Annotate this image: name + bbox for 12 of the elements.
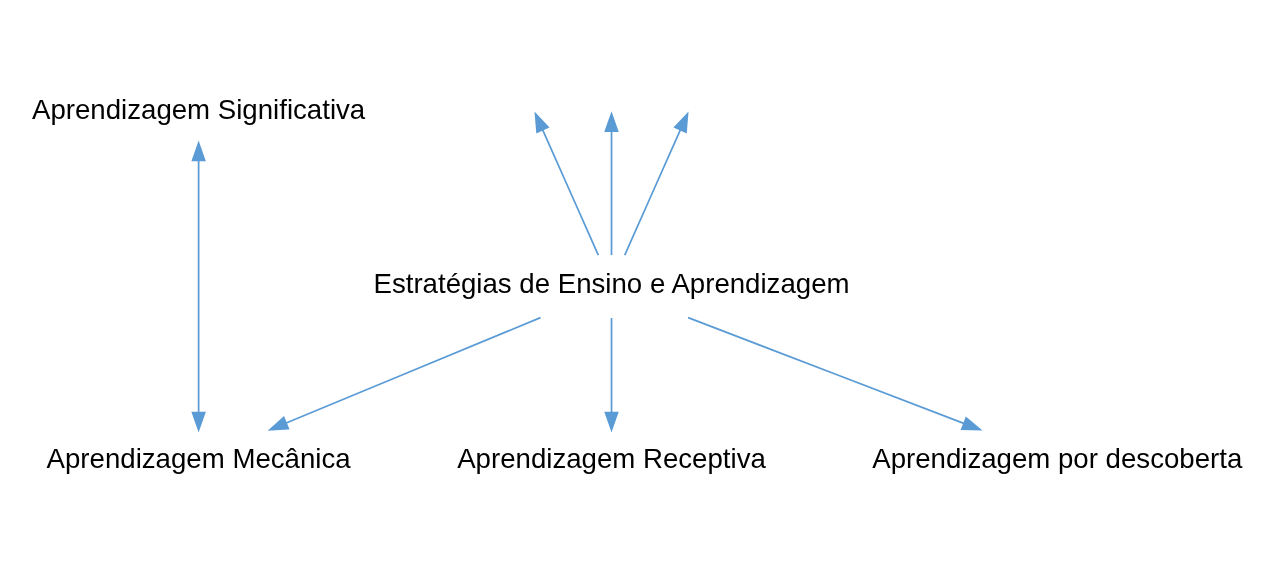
- arrow: [267, 316, 542, 431]
- node-text: Aprendizagem Receptiva: [457, 442, 766, 474]
- arrow: [191, 140, 206, 433]
- arrow: [534, 111, 600, 256]
- arrow: [623, 111, 689, 256]
- arrow: [687, 316, 983, 431]
- arrow: [604, 111, 619, 256]
- node-text: Aprendizagem por descoberta: [872, 442, 1243, 474]
- node-text: Aprendizagem Significativa: [32, 93, 366, 125]
- arrow: [604, 317, 619, 433]
- node-text: Aprendizagem Mecânica: [46, 442, 351, 474]
- node-text: Estratégias de Ensino e Aprendizagem: [373, 268, 850, 300]
